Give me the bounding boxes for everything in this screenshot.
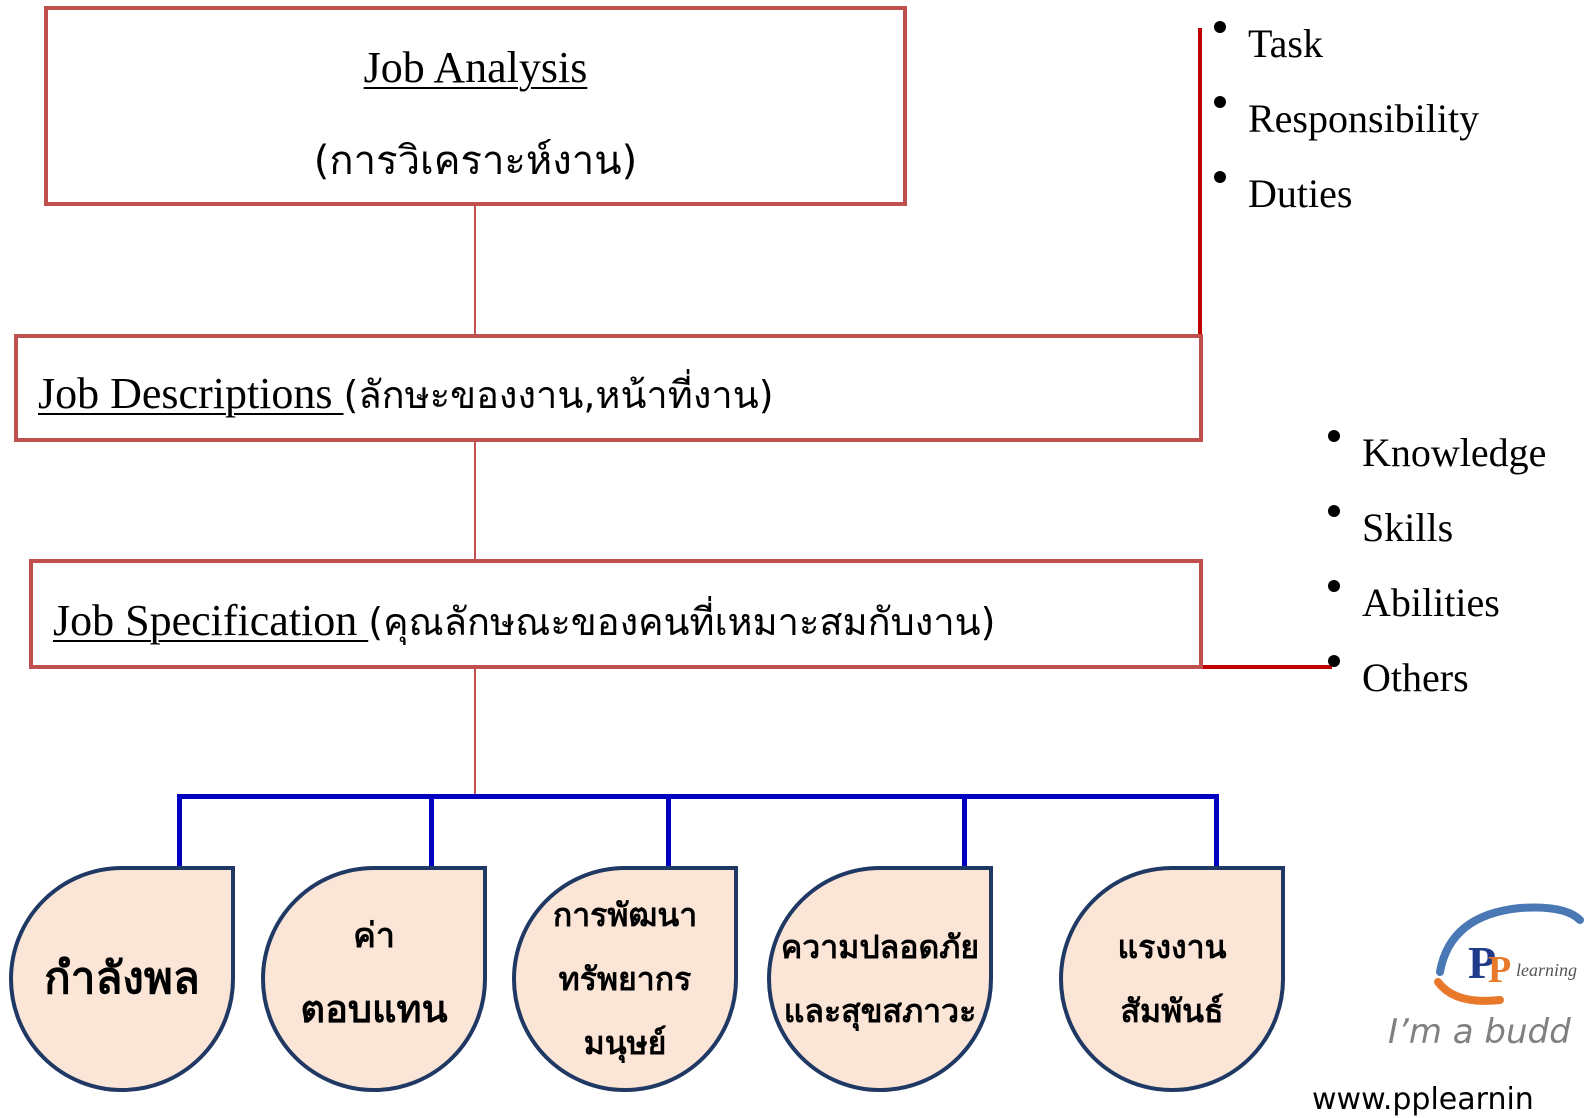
tree-branch-2 (429, 794, 434, 870)
outcome-line: มนุษย์ (583, 1024, 667, 1062)
outcome-hr-development: การพัฒนา ทรัพยากร มนุษย์ (512, 866, 738, 1092)
list-item: Duties (1214, 156, 1479, 231)
outcome-line: ตอบแทน (300, 987, 448, 1031)
list-item: Responsibility (1214, 81, 1479, 156)
tree-branch-5 (1214, 794, 1219, 870)
outcome-line: กำลังพล (44, 953, 200, 1004)
list-item: Others (1328, 640, 1546, 715)
specification-bracket-line (1200, 665, 1332, 669)
connector-analysis-descriptions (474, 204, 476, 338)
job-specification-detail: (คุณลักษณะของคนที่เหมาะสมกับงาน) (368, 600, 996, 644)
outcome-line: การพัฒนา (552, 896, 698, 934)
slogan-text: I’m a budd (1388, 1012, 1571, 1052)
tree-branch-3 (666, 794, 671, 870)
outcome-line: สัมพันธ์ (1120, 992, 1224, 1030)
specification-items-list: Knowledge Skills Abilities Others (1328, 415, 1546, 715)
job-descriptions-detail: (ลักษะของงาน,หน้าที่งาน) (343, 373, 774, 417)
job-specification-title: Job Specification (53, 596, 369, 645)
outcome-labor-relations: แรงงาน สัมพันธ์ (1059, 866, 1285, 1092)
tree-branch-4 (962, 794, 967, 870)
list-item: Abilities (1328, 565, 1546, 640)
description-bracket-vertical (1198, 28, 1202, 338)
tree-branch-1 (177, 794, 182, 870)
svg-text:P: P (1488, 949, 1511, 991)
job-specification-box: Job Specification (คุณลักษณะของคนที่เหมา… (29, 559, 1203, 669)
job-analysis-title: Job Analysis (363, 43, 588, 92)
list-item: Task (1214, 6, 1479, 81)
website-url: www.pplearnin (1312, 1082, 1534, 1117)
outcome-line: ค่า (353, 916, 395, 956)
job-analysis-subtitle: (การวิเคราะห์งาน) (313, 138, 638, 184)
job-descriptions-box: Job Descriptions (ลักษะของงาน,หน้าที่งาน… (14, 334, 1203, 442)
outcome-safety-health: ความปลอดภัย และสุขสภาวะ (767, 866, 993, 1092)
outcome-manpower: กำลังพล (9, 866, 235, 1092)
outcome-line: และสุขสภาวะ (783, 992, 977, 1030)
connector-descriptions-specification (474, 440, 476, 562)
outcome-compensation: ค่า ตอบแทน (261, 866, 487, 1092)
list-item: Knowledge (1328, 415, 1546, 490)
job-descriptions-title: Job Descriptions (38, 369, 344, 418)
outcome-line: ความปลอดภัย (780, 928, 980, 966)
logo-text: learning (1516, 960, 1577, 980)
svg-text:P: P (1468, 937, 1496, 988)
outcome-line: แรงงาน (1117, 928, 1227, 966)
outcome-line: ทรัพยากร (558, 960, 692, 998)
tree-horizontal-bar (177, 794, 1219, 799)
description-items-list: Task Responsibility Duties (1214, 6, 1479, 231)
connector-specification-tree (474, 667, 476, 797)
pp-learning-logo: P P learning (1434, 903, 1584, 1005)
job-analysis-box: Job Analysis (การวิเคราะห์งาน) (44, 6, 907, 206)
list-item: Skills (1328, 490, 1546, 565)
